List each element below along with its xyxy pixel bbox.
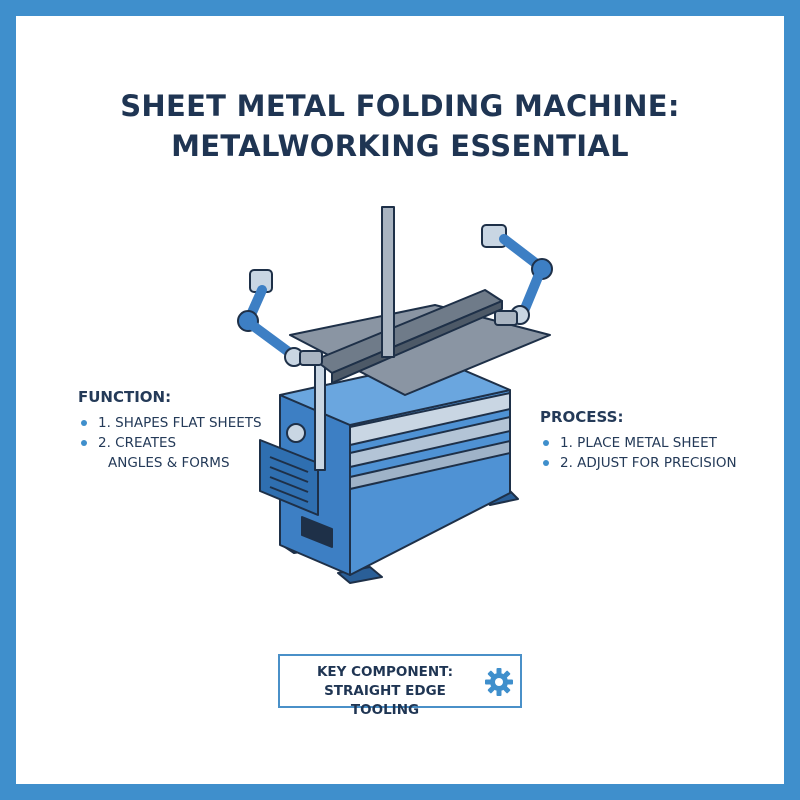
bullet-icon	[81, 440, 87, 446]
list-item: 2. CREATES ANGLES & FORMS	[78, 433, 278, 473]
process-heading: PROCESS:	[540, 408, 624, 426]
bullet-icon	[543, 440, 549, 446]
guide-rod	[381, 206, 395, 358]
robot-arm-left	[237, 269, 323, 367]
function-item-2-continued: ANGLES & FORMS	[108, 455, 230, 471]
key-component-box: KEY COMPONENT: STRAIGHT EDGE TOOLING	[278, 654, 522, 718]
bullet-icon	[543, 460, 549, 466]
clamp-beam-front	[331, 300, 503, 384]
bullet-icon	[81, 420, 87, 426]
process-panel: PROCESS: 1. PLACE METAL SHEET 2. ADJUST …	[540, 407, 760, 473]
folding-machine-illustration	[237, 206, 553, 584]
access-panel	[301, 516, 333, 548]
key-component-label: KEY COMPONENT:	[316, 664, 454, 680]
process-item-1: 1. PLACE METAL SHEET	[560, 435, 717, 451]
page-title: SHEET METAL FOLDING MACHINE: METALWORKIN…	[0, 86, 800, 166]
bending-bar-3	[349, 440, 511, 490]
bending-bar-1	[349, 392, 511, 446]
function-heading: FUNCTION:	[78, 388, 172, 406]
gear-icon	[485, 668, 513, 696]
function-item-2: 2. CREATES	[98, 435, 177, 451]
robot-arm-right	[481, 224, 553, 326]
process-item-2: 2. ADJUST FOR PRECISION	[560, 455, 737, 471]
title-line-1: SHEET METAL FOLDING MACHINE:	[120, 89, 680, 123]
support-post	[314, 359, 326, 471]
function-panel: FUNCTION: 1. SHAPES FLAT SHEETS 2. CREAT…	[78, 387, 278, 473]
list-item: 2. ADJUST FOR PRECISION	[540, 453, 760, 473]
bending-bar-2	[349, 416, 511, 468]
title-line-2: METALWORKING ESSENTIAL	[171, 129, 629, 163]
function-item-1: 1. SHAPES FLAT SHEETS	[98, 415, 262, 431]
control-knob	[286, 423, 306, 443]
list-item: 1. PLACE METAL SHEET	[540, 433, 760, 453]
key-component-value: STRAIGHT EDGE TOOLING	[324, 683, 446, 718]
list-item: 1. SHAPES FLAT SHEETS	[78, 413, 278, 433]
